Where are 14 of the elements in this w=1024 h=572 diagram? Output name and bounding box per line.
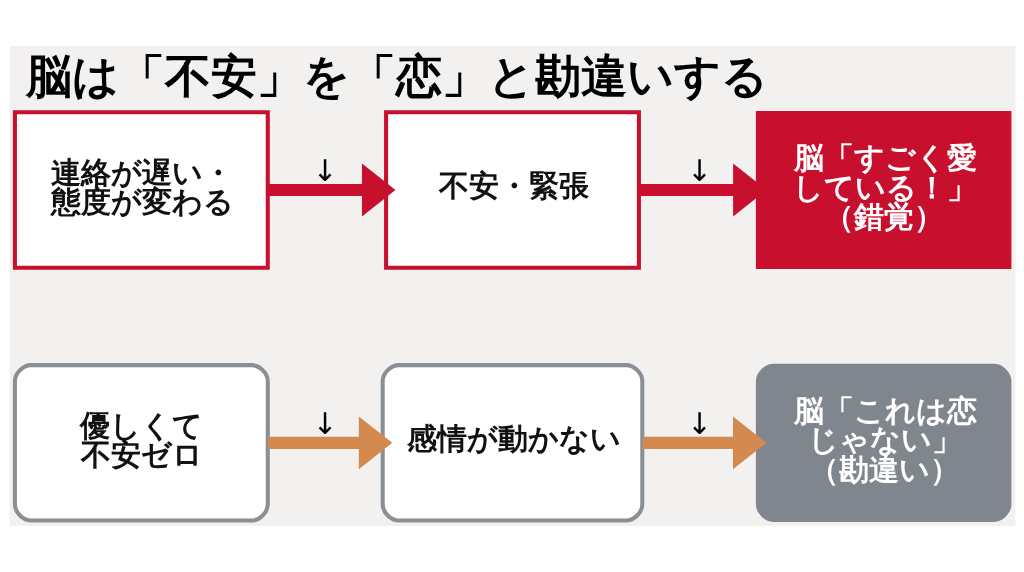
diagram-title: 脳は「不安」を「恋」と勘違いする — [25, 49, 768, 104]
node-box: 脳「これは恋じゃない」（勘違い） — [755, 363, 1011, 522]
edge-label: ↓ — [312, 153, 338, 189]
node-box: 感情が動かない — [380, 363, 644, 523]
edge-label: ↓ — [686, 406, 712, 442]
arrow — [267, 416, 392, 470]
arrow — [267, 163, 395, 217]
node-box: 優しくて不安ゼロ — [12, 363, 270, 523]
edge-label: ↓ — [686, 153, 712, 189]
node-box: 不安・緊張 — [383, 110, 641, 270]
node-box: 脳「すごく愛している！」（錯覚） — [755, 110, 1011, 270]
arrow — [642, 416, 766, 470]
edge-label: ↓ — [312, 406, 338, 442]
node-box: 連絡が遅い・態度が変わる — [12, 110, 270, 270]
